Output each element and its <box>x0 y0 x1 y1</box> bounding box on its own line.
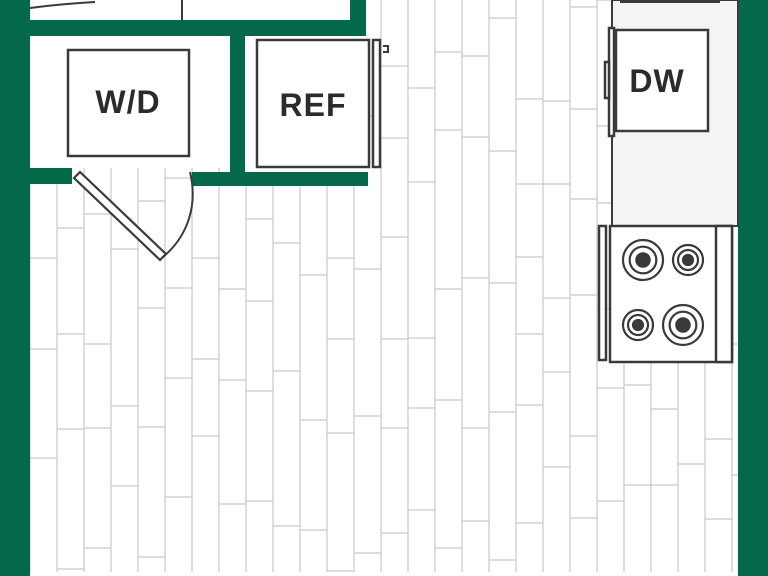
top-partition-wall <box>30 20 366 36</box>
burner-ring <box>668 310 698 340</box>
burner-ring <box>671 243 705 277</box>
burner-ring <box>661 303 705 347</box>
burner-ring <box>626 313 650 337</box>
burner-ring <box>621 238 665 282</box>
laundry-wall-left <box>30 168 72 184</box>
sink-edge <box>620 0 720 3</box>
dishwasher-handle <box>603 60 611 100</box>
middle-partition-wall <box>230 36 245 186</box>
range-front-edge <box>597 224 608 362</box>
burner-ring <box>635 252 651 268</box>
burner-ring <box>681 253 695 267</box>
kitchen-counter: DW <box>603 0 739 227</box>
door-swing-arc <box>162 171 194 258</box>
washer-dryer-unit <box>66 48 191 158</box>
bottom-edge <box>30 572 738 576</box>
refrigerator-handle-icon <box>383 45 389 53</box>
burners <box>621 238 705 347</box>
burner-ring <box>676 248 700 272</box>
washer-dryer: W/D <box>66 48 191 158</box>
dishwasher-unit <box>614 28 710 133</box>
upper-fixture-outline <box>29 1 96 9</box>
range-body <box>608 224 734 364</box>
range-back-panel <box>714 224 734 364</box>
upper-closet <box>30 0 350 20</box>
washer-dryer-label: W/D <box>95 84 160 120</box>
range-cooktop-icon <box>597 224 734 364</box>
laundry-wall-right <box>192 172 368 186</box>
dishwasher-label: DW <box>629 63 684 99</box>
burner-ring <box>675 317 691 333</box>
burner-ring <box>631 318 645 332</box>
refrigerator-door-edge <box>371 38 382 169</box>
left-wall <box>0 0 30 576</box>
top-closet-wall <box>350 0 366 36</box>
refrigerator: REF <box>255 38 389 169</box>
door-icon <box>72 170 194 262</box>
refrigerator-label: REF <box>280 87 347 123</box>
burner-ring <box>628 245 658 275</box>
refrigerator-unit <box>255 38 371 169</box>
right-wall <box>738 0 768 576</box>
burner-ring <box>621 308 655 342</box>
